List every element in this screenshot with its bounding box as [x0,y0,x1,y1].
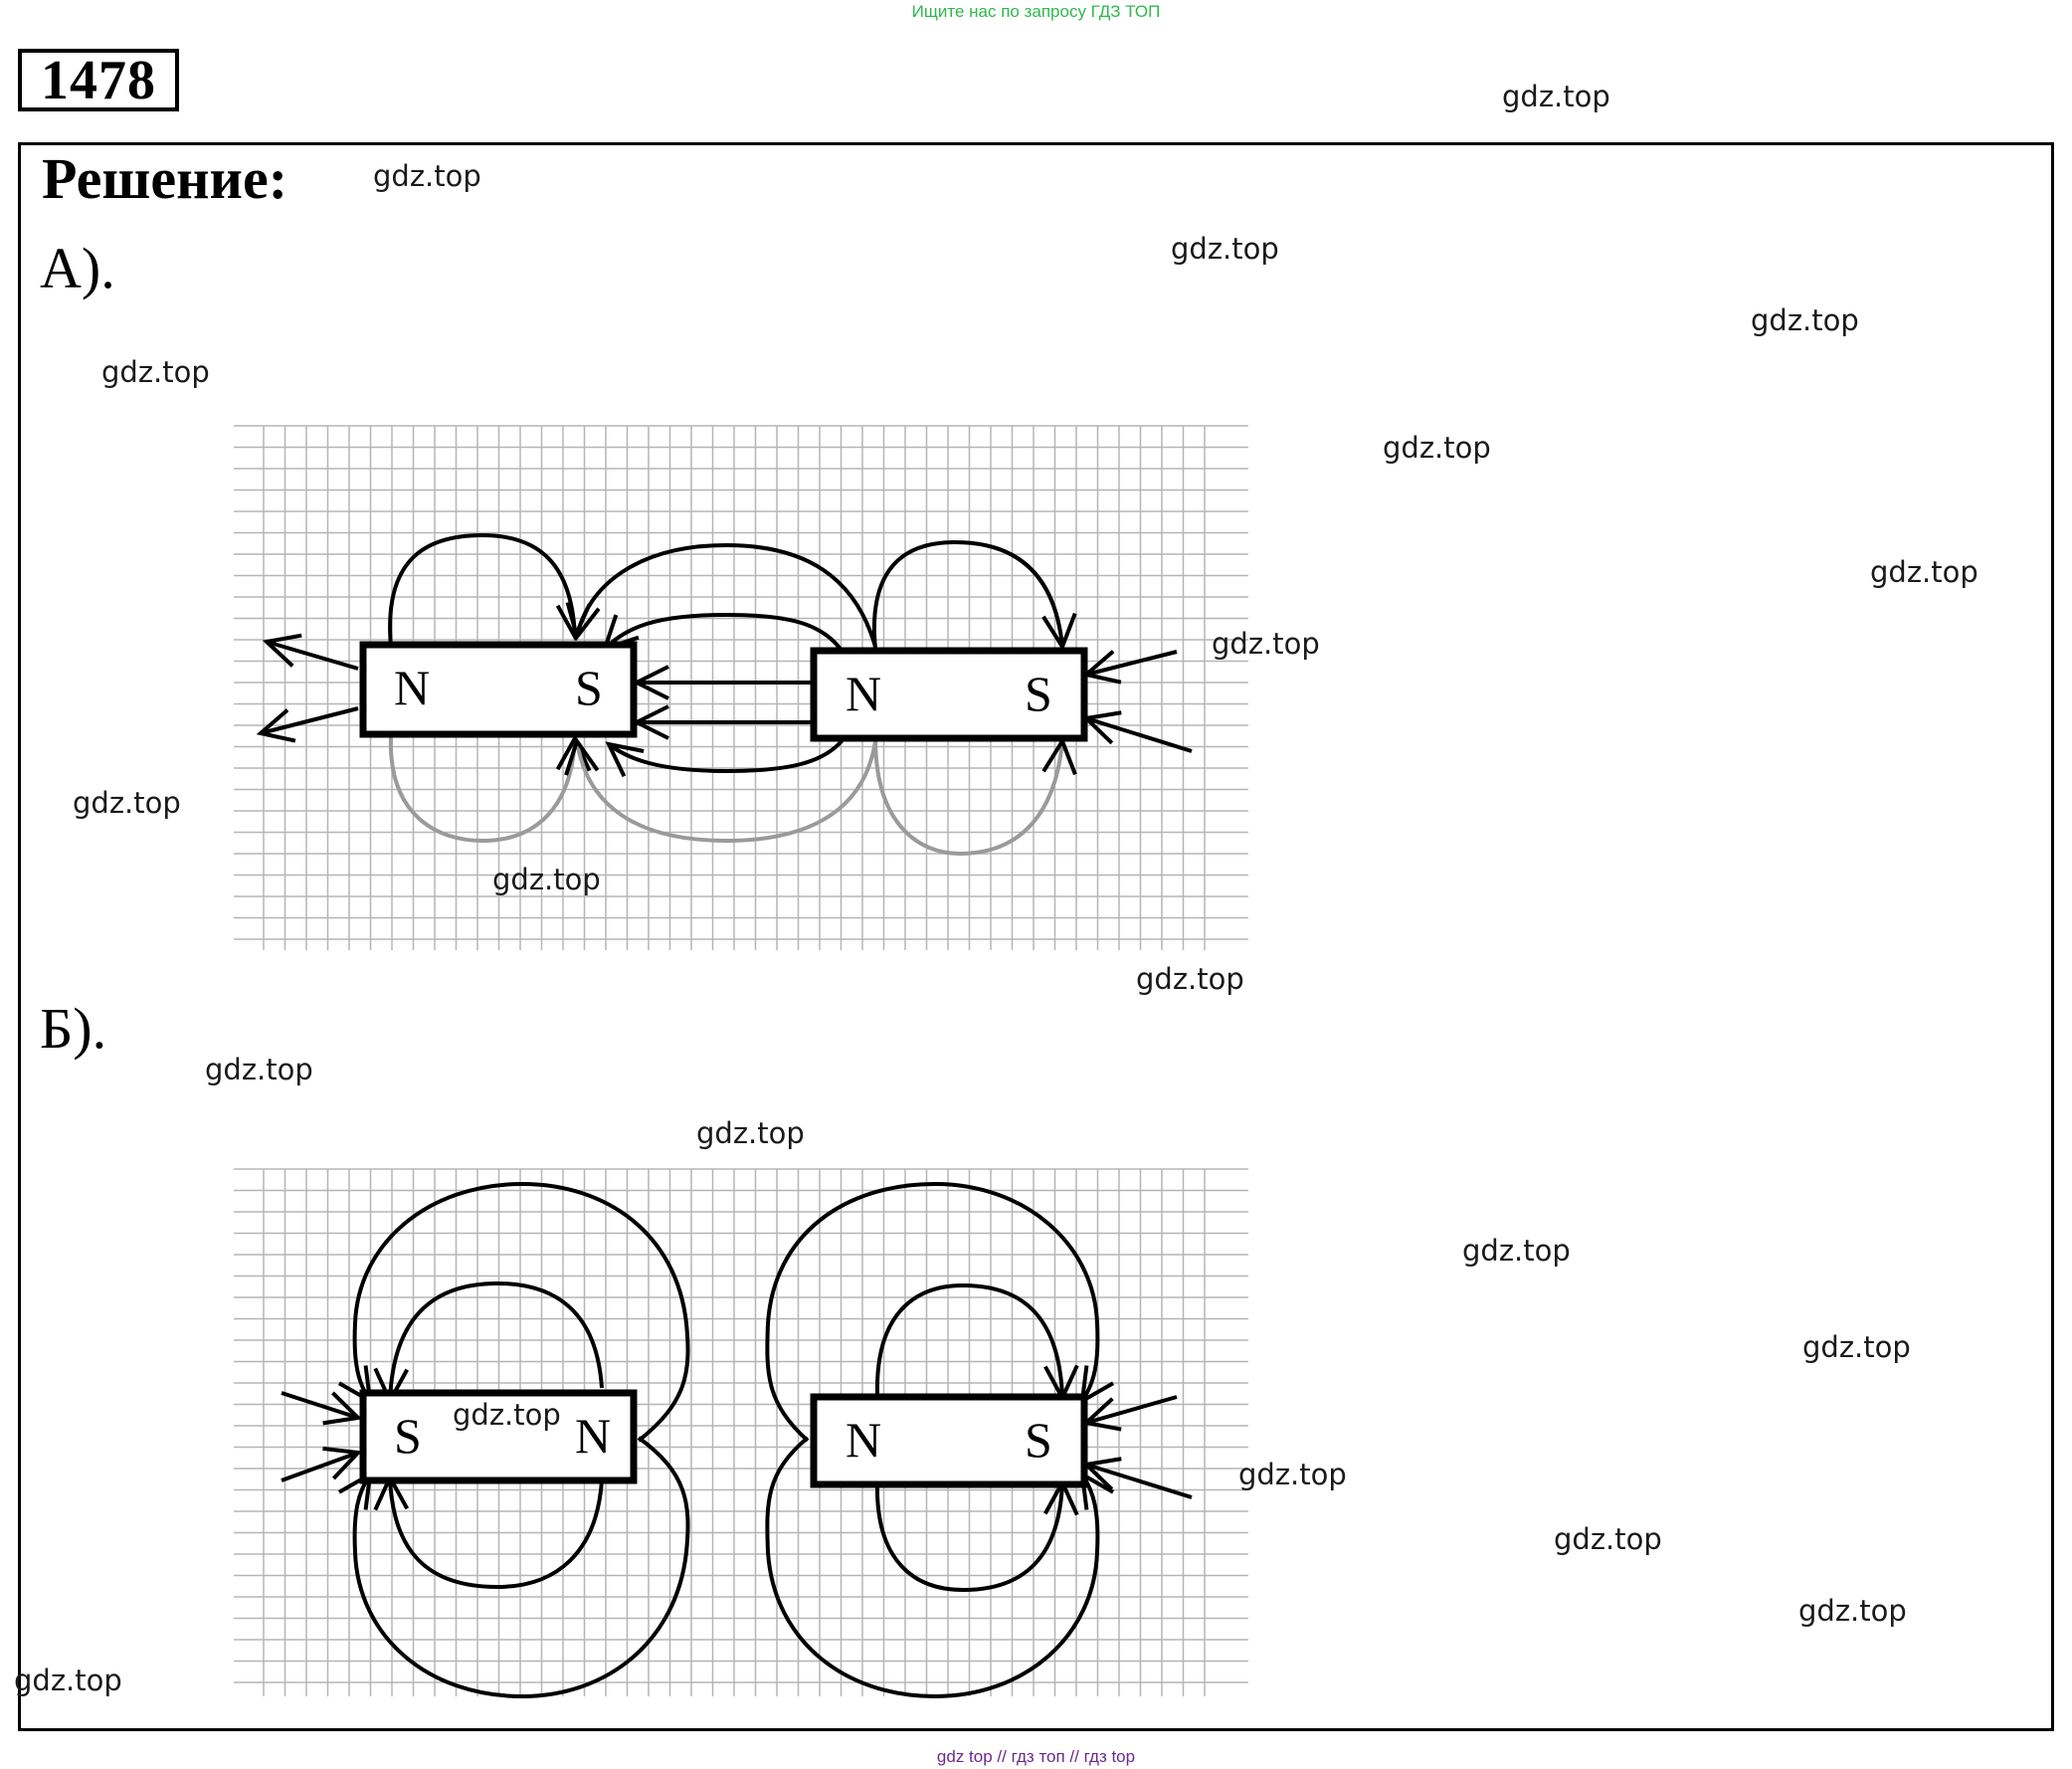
watermark: gdz.top [373,159,481,193]
problem-number: 1478 [18,49,179,111]
watermark: gdz.top [453,1398,561,1432]
watermark: gdz.top [1462,1234,1571,1268]
footer-links: gdz top // гдз топ // гдз top [936,1747,1136,1766]
watermark: gdz.top [1798,1594,1907,1628]
watermark: gdz.top [1554,1522,1662,1556]
watermark: gdz.top [1212,627,1320,661]
part-b-magnet-left: S N [359,1389,638,1484]
pole-label: N [846,666,881,721]
part-b-field-lines [281,1181,1193,1699]
pole-label: S [394,1408,422,1464]
pole-label: N [846,1412,881,1468]
part-a-label: А). [40,236,115,300]
part-a-lower-loops [388,736,1062,857]
watermark: gdz.top [696,1116,805,1150]
pole-label: S [575,660,603,715]
watermark: gdz.top [205,1053,313,1086]
part-a-magnet-left: N S [359,641,638,738]
watermark: gdz.top [1383,431,1491,465]
part-b-label: Б). [40,996,107,1061]
watermark: gdz.top [492,863,601,896]
part-b-magnet-right: N S [810,1393,1088,1488]
part-a-field-lines [261,532,1193,771]
pole-label: N [575,1408,611,1464]
pole-label: S [1025,666,1052,721]
solution-heading: Решение: [42,146,288,211]
watermark: gdz.top [1751,303,1859,337]
watermark: gdz.top [101,355,210,389]
watermark: gdz.top [1171,232,1279,266]
pole-label: N [394,660,430,715]
watermark: gdz.top [1802,1330,1911,1364]
watermark: gdz.top [1238,1458,1347,1491]
watermark: gdz.top [14,1664,122,1697]
solution-frame [18,142,2054,1731]
watermark: gdz.top [73,786,181,820]
watermark: gdz.top [1870,555,1978,589]
watermark: gdz.top [1136,962,1244,996]
part-a-magnet-right: N S [810,647,1088,742]
watermark: gdz.top [1502,80,1610,113]
top-search-note: Ищите нас по запросу ГДЗ ТОП [911,2,1161,21]
pole-label: S [1025,1412,1052,1468]
